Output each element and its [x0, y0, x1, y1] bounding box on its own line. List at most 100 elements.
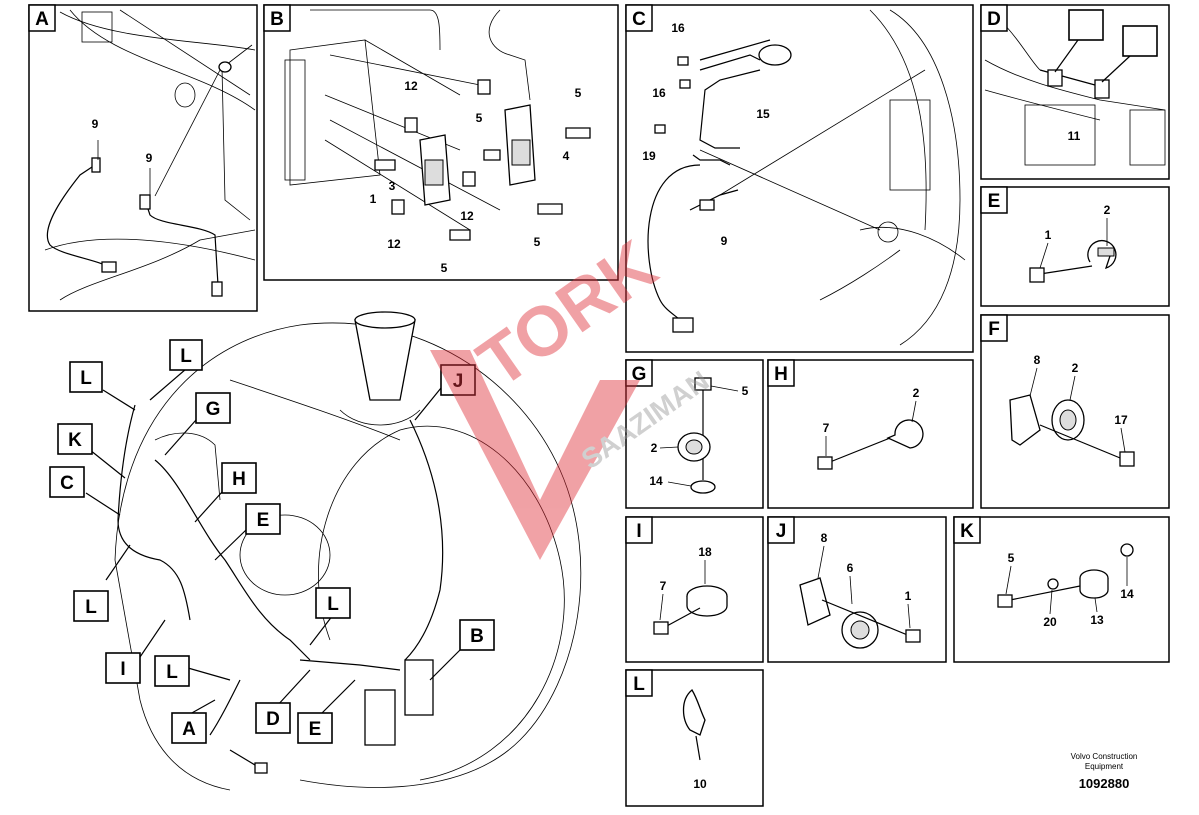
footer-org-line1: Volvo Construction	[1070, 752, 1138, 761]
callout-letter: A	[182, 719, 196, 740]
panel-c-label-16a: 16	[671, 21, 685, 35]
panel-i: 18 7 I	[625, 516, 764, 663]
panel-d: 11 D	[980, 4, 1170, 180]
panel-c-label-15: 15	[756, 107, 770, 121]
panel-b-label-12a: 12	[404, 79, 418, 93]
panel-b-label-4: 4	[563, 149, 570, 163]
panel-a-label-9b: 9	[146, 151, 153, 165]
panel-j-label-6: 6	[847, 561, 854, 575]
panel-j: 8 6 1 J	[767, 516, 947, 663]
overview-callout-l4: L	[154, 655, 231, 687]
panel-k-label-20: 20	[1043, 615, 1057, 629]
panel-e-letter: E	[988, 191, 1001, 212]
overview-callout-d: D	[255, 669, 311, 734]
overview-callout-k: K	[57, 423, 126, 479]
overview-illustration	[114, 311, 582, 791]
overview-callout-c: C	[49, 466, 121, 516]
callout-letter: L	[327, 594, 339, 615]
callout-letter: E	[309, 719, 322, 740]
panel-e-label-1: 1	[1045, 228, 1052, 242]
overview-callout-l3: L	[73, 544, 131, 622]
panel-f-label-8: 8	[1034, 353, 1041, 367]
panel-l: 10 L	[625, 669, 764, 807]
panel-k: 5 14 20 13 K	[953, 516, 1170, 663]
footer-org-line2: Equipment	[1084, 762, 1124, 771]
panel-j-letter: J	[776, 521, 787, 542]
overview-callout-a: A	[171, 699, 216, 744]
panel-d-letter: D	[987, 9, 1001, 30]
callout-letter: E	[257, 510, 270, 531]
drawing-footer: Volvo Construction Equipment 1092880	[1044, 752, 1164, 791]
panel-j-label-1: 1	[905, 589, 912, 603]
panel-b-label-5a: 5	[575, 86, 582, 100]
callout-letter: K	[68, 430, 82, 451]
panel-d-label-11: 11	[1068, 129, 1081, 143]
panel-e-label-2: 2	[1104, 203, 1111, 217]
panel-a-letter: A	[35, 9, 49, 30]
panel-g-label-5: 5	[742, 384, 749, 398]
overview-callout-l2: L	[69, 361, 136, 411]
overview-callout-l5: L	[309, 587, 351, 646]
panel-g: 5 2 14 G	[625, 359, 764, 509]
callout-letter: J	[453, 371, 464, 392]
overview-callout-e2: E	[297, 679, 356, 744]
panel-i-label-18: 18	[698, 545, 712, 559]
panel-f: 8 2 17 F	[980, 314, 1170, 509]
panel-b-label-5c: 5	[534, 235, 541, 249]
panel-b-label-5d: 5	[441, 261, 448, 275]
panel-j-label-8: 8	[821, 531, 828, 545]
callout-letter: L	[85, 597, 97, 618]
panel-h-label-7: 7	[823, 421, 830, 435]
overview-callout-h: H	[194, 462, 257, 523]
callout-letter: H	[232, 469, 246, 490]
panel-g-label-14: 14	[649, 474, 663, 488]
callout-letter: D	[266, 709, 280, 730]
callout-letter: L	[166, 662, 178, 683]
panel-b-letter: B	[270, 9, 284, 30]
panel-g-letter: G	[632, 364, 647, 385]
panel-b-label-12c: 12	[387, 237, 401, 251]
callout-letter: I	[120, 659, 125, 680]
panel-c: 16 15 16 19 9 C	[625, 4, 974, 353]
panel-c-label-9: 9	[721, 234, 728, 248]
callout-letter: B	[470, 626, 484, 647]
callout-letter: G	[206, 399, 221, 420]
panel-b-label-3: 3	[389, 179, 396, 193]
overview-callout-j: J	[414, 364, 476, 421]
panel-b-label-5b: 5	[476, 111, 483, 125]
panel-b: 12 5 5 4 3 1 12 12 5 5 B	[263, 4, 619, 281]
panel-f-label-17: 17	[1114, 413, 1128, 427]
panel-a: 9 9 A	[28, 4, 258, 312]
overview-callout-e1: E	[214, 503, 281, 561]
panel-i-letter: I	[636, 521, 641, 542]
panel-e: 2 1 E	[980, 186, 1170, 307]
panel-k-label-5: 5	[1008, 551, 1015, 565]
panel-f-letter: F	[988, 319, 1000, 340]
overview-callout-b: B	[429, 619, 495, 681]
drawing-number: 1092880	[1078, 776, 1130, 791]
panel-i-label-7: 7	[660, 579, 667, 593]
panel-c-label-19: 19	[642, 149, 656, 163]
overview-callout-i: I	[105, 619, 166, 684]
panel-k-label-14: 14	[1120, 587, 1134, 601]
overview-callout-g: G	[164, 392, 231, 456]
panel-h-label-2: 2	[913, 386, 920, 400]
panel-k-letter: K	[960, 521, 974, 542]
panel-k-label-13: 13	[1090, 613, 1104, 627]
panel-c-letter: C	[632, 9, 646, 30]
overview-callouts: L L J G K C H	[49, 339, 495, 744]
callout-letter: C	[60, 473, 74, 494]
panel-h-letter: H	[774, 364, 788, 385]
panel-g-label-2: 2	[651, 441, 658, 455]
panel-c-label-16b: 16	[652, 86, 666, 100]
panel-a-label-9a: 9	[92, 117, 99, 131]
callout-letter: L	[80, 368, 92, 389]
overview-callout-l1: L	[149, 339, 203, 401]
panel-l-label-10: 10	[693, 777, 707, 791]
panel-b-label-12b: 12	[460, 209, 474, 223]
panel-l-letter: L	[633, 674, 645, 695]
panel-b-label-1: 1	[370, 192, 377, 206]
panel-h: 2 7 H	[767, 359, 974, 509]
callout-letter: L	[180, 346, 192, 367]
